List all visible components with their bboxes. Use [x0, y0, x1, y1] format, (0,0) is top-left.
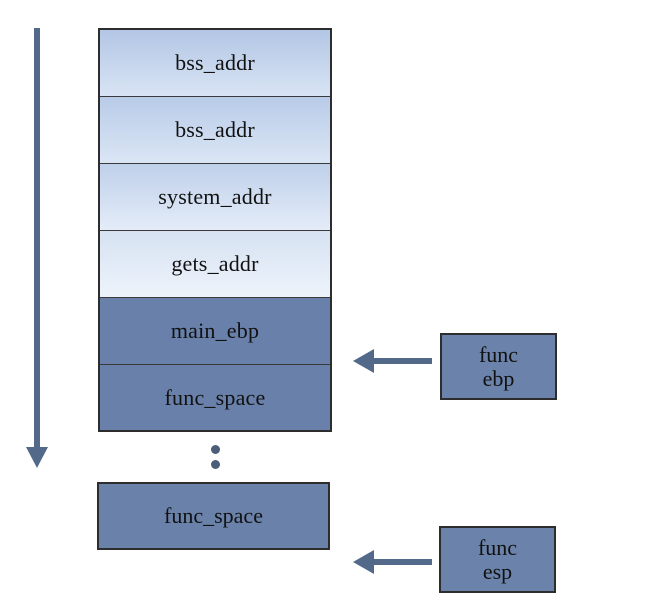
- left-arrow-icon: [353, 550, 432, 574]
- stack-cell-bss-addr-top: bss_addr: [100, 30, 330, 96]
- stack-divider: [100, 230, 330, 232]
- stack-divider: [100, 163, 330, 165]
- stack-frame: bss_addr bss_addr system_addr gets_addr …: [98, 28, 332, 432]
- stack-divider: [100, 364, 330, 366]
- stack-divider: [100, 96, 330, 98]
- stack-cell-gets-addr: gets_addr: [100, 231, 330, 297]
- stack-cell-func-space: func_space: [100, 365, 330, 430]
- ellipsis-dot-top: [211, 445, 220, 454]
- ellipsis-dot-bottom: [211, 460, 220, 469]
- func-esp-line-1: func: [477, 534, 518, 560]
- stack-cell-label: system_addr: [158, 184, 272, 209]
- func-ebp-line-1: func: [478, 341, 519, 367]
- stack-cell-label: func_space: [164, 384, 266, 410]
- func-ebp-register-box: func ebp: [440, 333, 557, 400]
- stack-cell-label: main_ebp: [170, 318, 260, 343]
- stack-cell-label: bss_addr: [175, 50, 255, 75]
- func-esp-register-box: func esp: [439, 526, 556, 593]
- down-arrow-icon: [26, 28, 48, 468]
- stack-cell-label: gets_addr: [171, 251, 259, 276]
- stack-divider: [100, 297, 330, 299]
- func-space-bottom-label: func_space: [164, 503, 263, 528]
- func-esp-line-2: esp: [482, 558, 513, 584]
- func-space-bottom-box: func_space: [97, 482, 330, 550]
- stack-cell-system-addr: system_addr: [100, 164, 330, 230]
- func-ebp-line-2: ebp: [482, 365, 515, 391]
- stack-cell-label: bss_addr: [175, 117, 255, 142]
- stack-cell-bss-addr-second: bss_addr: [100, 97, 330, 163]
- stack-cell-main-ebp: main_ebp: [100, 298, 330, 364]
- left-arrow-icon: [353, 349, 432, 373]
